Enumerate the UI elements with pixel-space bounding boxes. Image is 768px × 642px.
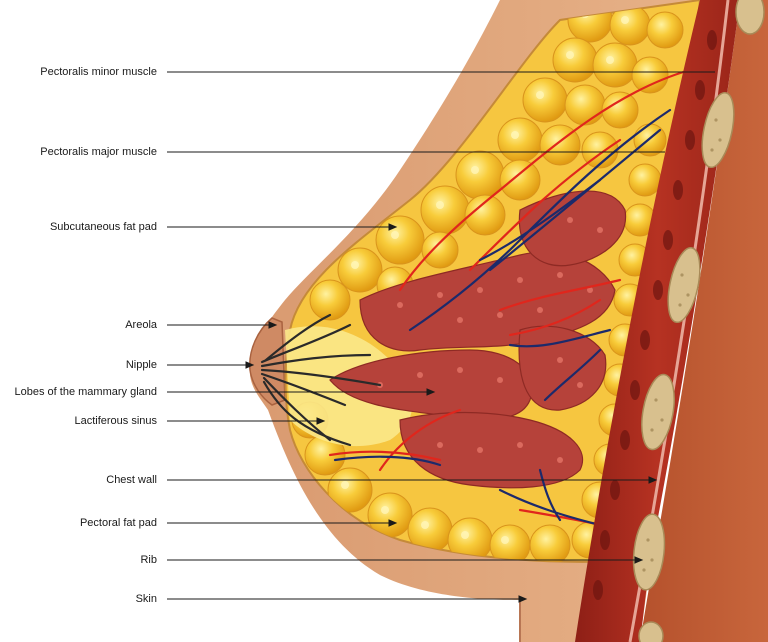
label-pectoralis-minor-muscle: Pectoralis minor muscle	[40, 66, 157, 78]
leader-lines	[167, 71, 715, 603]
nipple-shape	[249, 317, 286, 406]
label-areola: Areola	[125, 319, 157, 331]
fat-lobules	[291, 0, 684, 562]
veins	[333, 108, 672, 527]
chest-wall-tissue	[640, 0, 768, 642]
label-subcutaneous-fat-pad: Subcutaneous fat pad	[49, 221, 157, 233]
label-skin: Skin	[135, 593, 157, 605]
label-nipple: Nipple	[125, 359, 157, 371]
lactiferous-ducts	[260, 313, 382, 447]
arteries	[328, 68, 692, 527]
mammary-gland-lobes	[329, 190, 627, 489]
label-chest-wall: Chest wall	[106, 474, 157, 486]
label-pectoralis-major-muscle: Pectoralis major muscle	[40, 146, 157, 158]
label-lobes-of-the-mammary-gland: Lobes of the mammary gland	[14, 386, 157, 398]
label-rib: Rib	[140, 554, 157, 566]
ribs	[632, 0, 765, 642]
label-pectoral-fat-pad: Pectoral fat pad	[79, 517, 157, 529]
label-lactiferous-sinus: Lactiferous sinus	[74, 415, 157, 427]
